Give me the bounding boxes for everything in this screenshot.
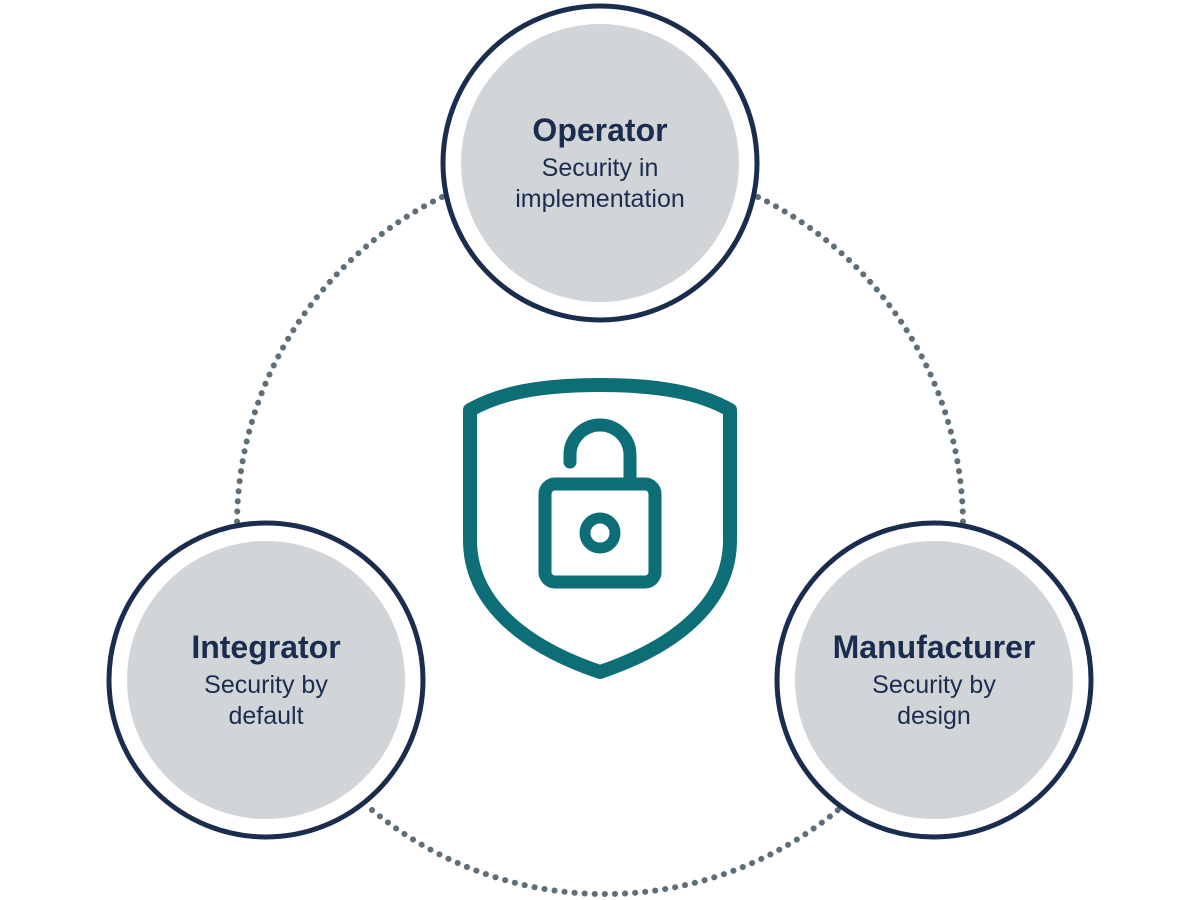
- operator-node: Operator Security in implementation: [460, 23, 740, 303]
- manufacturer-title: Manufacturer: [832, 629, 1036, 665]
- operator-title: Operator: [532, 112, 668, 148]
- integrator-node: Integrator Security by default: [126, 540, 406, 820]
- shield-icon: [463, 378, 737, 679]
- manufacturer-ring: [774, 520, 1094, 840]
- integrator-title: Integrator: [191, 629, 341, 665]
- manufacturer-line-1: Security by: [872, 671, 996, 699]
- integrator-ring: [106, 520, 426, 840]
- dotted-arc-integrator-manufacturer: [369, 807, 841, 898]
- dotted-arc-operator-integrator: [234, 194, 445, 528]
- operator-ring: [440, 3, 760, 323]
- operator-line-2: implementation: [515, 185, 685, 213]
- manufacturer-node: Manufacturer Security by design: [794, 540, 1074, 820]
- open-padlock-icon: [538, 418, 662, 589]
- manufacturer-line-2: design: [897, 702, 971, 730]
- integrator-line-1: Security by: [204, 671, 328, 699]
- dotted-arc-operator-manufacturer: [755, 194, 966, 528]
- operator-line-1: Security in: [541, 154, 659, 182]
- integrator-line-2: default: [228, 702, 304, 730]
